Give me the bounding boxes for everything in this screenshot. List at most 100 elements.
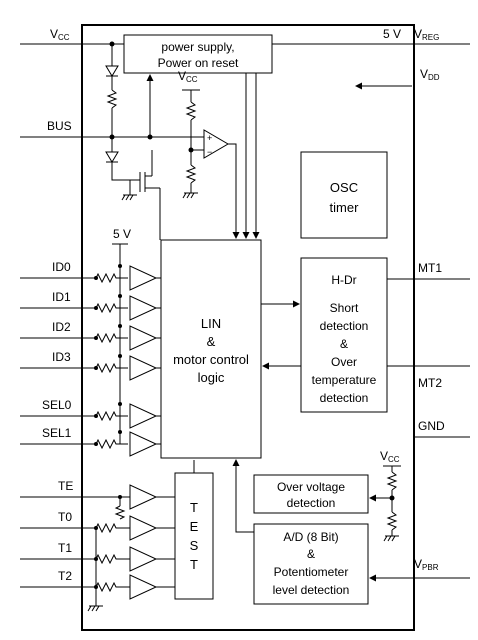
vcc-divider-label: VCC — [380, 449, 400, 464]
hdr-line-5: Over — [331, 355, 357, 369]
t1-buffer-icon — [129, 546, 158, 572]
hdr-line-3: detection — [320, 319, 369, 333]
ground-icon-bias — [182, 192, 198, 199]
id3-row: ID3 — [20, 350, 161, 381]
id0-row: ID0 — [20, 260, 161, 291]
id0-buffer-icon — [129, 265, 158, 291]
pin-vpbr-label: VPBR — [414, 557, 439, 572]
id1-resistor-icon — [95, 302, 128, 314]
power-supply-line-1: power supply, — [161, 40, 234, 54]
diode-icon — [105, 65, 119, 77]
lin-logic-block — [160, 239, 262, 459]
bus-pullup-resistor-icon — [106, 89, 118, 109]
sel1-buffer-icon — [129, 431, 158, 457]
pin-id2-label: ID2 — [52, 320, 71, 334]
lin-line-2: & — [207, 334, 216, 349]
adc-block — [253, 523, 369, 605]
t0-resistor-icon — [95, 522, 130, 534]
divider-resistor-bottom-icon — [386, 511, 398, 531]
pin-gnd-label: GND — [418, 419, 445, 433]
svg-text:+: + — [207, 133, 212, 143]
id3-resistor-icon — [95, 362, 128, 374]
power-supply-block — [123, 34, 273, 74]
overvoltage-line-1: Over voltage — [277, 480, 345, 494]
sel0-row: SEL0 — [20, 398, 161, 429]
hdr-line-1: H-Dr — [331, 273, 356, 287]
chip-outline — [81, 24, 415, 631]
ground-icon-divider — [383, 535, 399, 542]
t2-buffer-icon — [129, 574, 158, 600]
t1-row: T1 — [20, 541, 175, 572]
pin-sel1-label: SEL1 — [42, 426, 72, 440]
osc-line-1: OSC — [330, 180, 358, 195]
test-block — [174, 472, 214, 600]
pin-vcc-label: VCC — [50, 27, 70, 42]
t2-resistor-icon — [95, 581, 130, 593]
id3-buffer-icon — [129, 355, 158, 381]
comp-to-logic-arrow — [228, 143, 240, 239]
pin-t1-label: T1 — [58, 541, 72, 555]
adc-line-3: Potentiometer — [274, 565, 349, 579]
te-buffer-icon — [129, 484, 158, 510]
id2-buffer-icon — [129, 325, 158, 351]
diode-2-icon — [105, 151, 119, 163]
hdr-line-4: & — [340, 337, 348, 351]
sel1-resistor-icon — [95, 438, 128, 450]
pin-t0-label: T0 — [58, 510, 72, 524]
overvoltage-line-2: detection — [287, 496, 336, 510]
bias-resistor-top-icon — [185, 101, 197, 121]
pin-id0-label: ID0 — [52, 260, 71, 274]
ground-icon-fet — [121, 194, 137, 201]
id1-buffer-icon — [129, 295, 158, 321]
pin-sel0-label: SEL0 — [42, 398, 72, 412]
osc-line-2: timer — [330, 200, 360, 215]
vcc-bias-label: VCC — [178, 69, 198, 84]
ground-icon-test — [87, 605, 103, 612]
power-supply-line-2: Power on reset — [158, 56, 239, 70]
mosfet-icon — [139, 150, 153, 192]
id2-row: ID2 — [20, 320, 161, 351]
wire-diode2-fet — [111, 162, 140, 181]
bias-resistor-bottom-icon — [185, 164, 197, 184]
osc-timer-block — [300, 151, 388, 239]
sel0-buffer-icon — [129, 403, 158, 429]
test-letter-4: T — [190, 557, 198, 572]
pullup-5v-label: 5 V — [113, 227, 131, 241]
sel1-row: SEL1 — [20, 426, 161, 457]
adc-line-4: level detection — [273, 583, 350, 597]
adc-line-2: & — [307, 547, 315, 561]
pin-mt2-label: MT2 — [418, 376, 442, 390]
lin-line-3: motor control — [173, 352, 249, 367]
adc-to-logic-arrow — [232, 459, 254, 533]
test-letter-2: E — [190, 519, 199, 534]
pin-t2-label: T2 — [58, 569, 72, 583]
lin-line-4: logic — [198, 370, 225, 385]
adc-line-1: A/D (8 Bit) — [283, 530, 338, 544]
hdr-line-2: Short — [330, 301, 359, 315]
pin-id1-label: ID1 — [52, 290, 71, 304]
pin-vdd-label: VDD — [420, 67, 440, 82]
pin-vreg-label: VREG — [414, 27, 439, 42]
id1-row: ID1 — [20, 290, 161, 321]
te-pulldown-resistor-icon — [114, 505, 126, 520]
id0-resistor-icon — [95, 272, 128, 284]
t2-row: T2 — [20, 569, 175, 600]
pin-mt1-label: MT1 — [418, 261, 442, 275]
pin-id3-label: ID3 — [52, 350, 71, 364]
id2-resistor-icon — [95, 332, 128, 344]
t1-resistor-icon — [95, 553, 130, 565]
pin-5v-label: 5 V — [383, 27, 401, 41]
bus-comparator-icon: + − — [203, 129, 229, 159]
lin-line-1: LIN — [201, 316, 221, 331]
test-letter-1: T — [190, 500, 198, 515]
hdr-line-7: detection — [320, 391, 369, 405]
hdr-line-6: temperature — [312, 373, 377, 387]
svg-text:−: − — [207, 147, 212, 157]
test-letter-3: S — [190, 538, 199, 553]
t0-buffer-icon — [129, 515, 158, 541]
te-row: TE — [20, 479, 175, 510]
pin-te-label: TE — [58, 479, 73, 493]
t0-row: T0 — [20, 510, 175, 541]
overvoltage-block — [253, 474, 369, 514]
